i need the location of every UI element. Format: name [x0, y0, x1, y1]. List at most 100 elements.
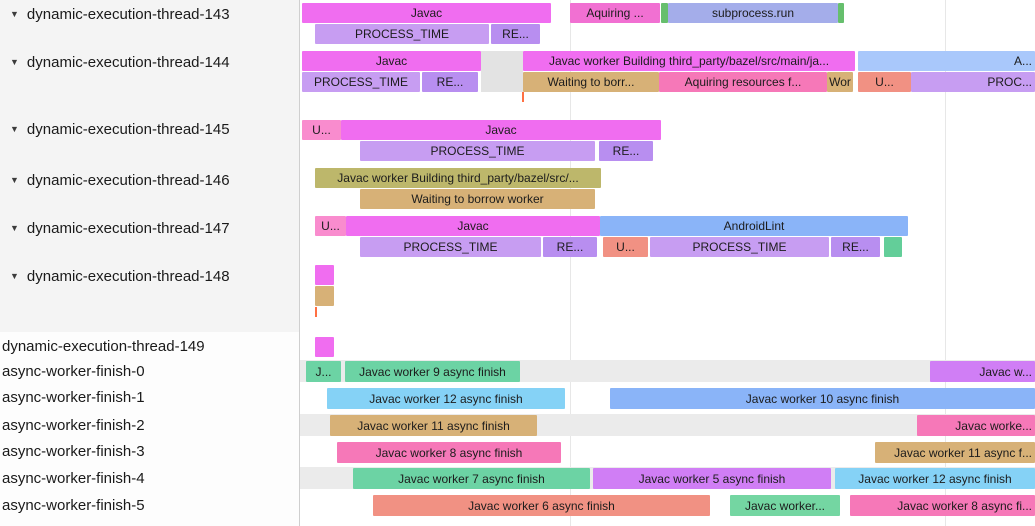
- track-label-row[interactable]: ▼ dynamic-execution-thread-146: [0, 170, 299, 191]
- trace-slice[interactable]: Javac: [346, 216, 600, 236]
- track-label-row[interactable]: dynamic-execution-thread-149: [0, 336, 299, 357]
- track-label-row[interactable]: ▼dynamic-execution-thread-147: [0, 218, 299, 239]
- trace-slice[interactable]: U...: [315, 216, 346, 236]
- trace-slice[interactable]: Javac worker Building third_party/bazel/…: [523, 51, 855, 71]
- trace-slice-label: subprocess.run: [711, 6, 795, 20]
- trace-slice[interactable]: PROCESS_TIME: [315, 24, 489, 44]
- collapse-arrow-icon[interactable]: ▼: [10, 124, 19, 134]
- trace-slice-label: PROCESS_TIME: [313, 75, 409, 89]
- track-label: async-worker-finish-3: [2, 443, 145, 460]
- trace-slice[interactable]: Javac worker...: [730, 495, 840, 516]
- trace-slice[interactable]: Javac worker 11 async finish: [330, 415, 537, 436]
- trace-slice-label: Waiting to borrow worker: [411, 192, 544, 206]
- trace-slice[interactable]: [315, 337, 334, 357]
- trace-slice[interactable]: AndroidLint: [600, 216, 908, 236]
- trace-slice[interactable]: Javac worker 10 async finish: [610, 388, 1035, 409]
- trace-slice[interactable]: Javac worker 9 async finish: [345, 361, 520, 382]
- trace-slice[interactable]: J...: [306, 361, 341, 382]
- trace-slice[interactable]: RE...: [599, 141, 653, 161]
- instant-event-tick[interactable]: [315, 307, 317, 317]
- trace-slice[interactable]: PROC...: [911, 72, 1035, 92]
- trace-slice-label: Javac worker Building third_party/bazel/…: [337, 171, 579, 185]
- track-label-row[interactable]: ▼dynamic-execution-thread-143: [0, 4, 299, 25]
- trace-slice[interactable]: PROCESS_TIME: [360, 141, 595, 161]
- track-label-row[interactable]: async-worker-finish-4: [0, 468, 299, 489]
- trace-slice[interactable]: Wor: [827, 72, 853, 92]
- collapse-arrow-icon[interactable]: ▼: [10, 57, 19, 67]
- trace-slice[interactable]: Waiting to borrow worker: [360, 189, 595, 209]
- trace-slice-label: Javac: [375, 54, 408, 68]
- track-label: async-worker-finish-1: [2, 389, 145, 406]
- trace-slice[interactable]: RE...: [831, 237, 880, 257]
- track-label: dynamic-execution-thread-144: [26, 54, 230, 71]
- trace-slice[interactable]: Javac w...: [930, 361, 1035, 382]
- trace-slice[interactable]: PROCESS_TIME: [650, 237, 829, 257]
- trace-slice[interactable]: U...: [302, 120, 341, 140]
- track-label-row[interactable]: async-worker-finish-3: [0, 441, 299, 462]
- trace-slice[interactable]: RE...: [491, 24, 540, 44]
- collapse-arrow-icon[interactable]: ▼: [10, 9, 19, 19]
- track-label-row[interactable]: ▼ dynamic-execution-thread-145: [0, 119, 299, 140]
- trace-slice-label: Javac worker 11 async finish: [357, 418, 510, 433]
- trace-slice[interactable]: U...: [603, 237, 648, 257]
- track-label-row[interactable]: async-worker-finish-2: [0, 415, 299, 436]
- trace-slice-label: Javac worker 9 async finish: [359, 364, 506, 379]
- track-label: dynamic-execution-thread-145: [26, 121, 230, 138]
- trace-slice[interactable]: Javac: [341, 120, 661, 140]
- trace-slice[interactable]: U...: [858, 72, 911, 92]
- trace-slice[interactable]: Javac worker 12 async finish: [327, 388, 565, 409]
- trace-slice-label: Javac: [485, 123, 517, 137]
- trace-slice[interactable]: Aquiring ...: [570, 3, 660, 23]
- trace-slice-label: Javac worker 11 async f...: [894, 445, 1032, 460]
- track-label: async-worker-finish-4: [2, 470, 145, 487]
- collapse-arrow-icon[interactable]: ▼: [10, 271, 19, 281]
- trace-slice[interactable]: Javac worker Building third_party/bazel/…: [315, 168, 601, 188]
- trace-slice[interactable]: A...: [858, 51, 1035, 71]
- track-label-row[interactable]: async-worker-finish-5: [0, 495, 299, 516]
- track-label-row[interactable]: ▼ dynamic-execution-thread-144: [0, 52, 299, 73]
- trace-slice-label: Waiting to borr...: [547, 75, 635, 89]
- trace-slice[interactable]: PROCESS_TIME: [360, 237, 541, 257]
- trace-slice-label: RE...: [556, 240, 584, 254]
- trace-slice[interactable]: [315, 265, 334, 285]
- trace-slice-label: PROCESS_TIME: [430, 144, 525, 158]
- trace-slice[interactable]: Javac: [302, 3, 551, 23]
- trace-slice[interactable]: Waiting to borr...: [523, 72, 659, 92]
- track-list-sidebar: ▼dynamic-execution-thread-143▼dynamic-ex…: [0, 0, 300, 526]
- trace-slice[interactable]: Javac worke...: [917, 415, 1035, 436]
- trace-slice[interactable]: Javac worker 11 async f...: [875, 442, 1035, 463]
- trace-slice[interactable]: Javac worker 8 async fi...: [850, 495, 1035, 516]
- trace-slice[interactable]: RE...: [422, 72, 478, 92]
- trace-slice[interactable]: Aquiring resources f...: [659, 72, 827, 92]
- trace-slice[interactable]: Javac worker 12 async finish: [835, 468, 1035, 489]
- trace-slice[interactable]: Javac worker 8 async finish: [337, 442, 561, 463]
- trace-slice[interactable]: Javac worker 7 async finish: [353, 468, 590, 489]
- collapse-arrow-icon[interactable]: ▼: [10, 223, 19, 233]
- trace-slice[interactable]: [315, 286, 334, 306]
- track-label: async-worker-finish-0: [2, 363, 145, 380]
- trace-slice-label: Javac worker 6 async finish: [468, 498, 615, 513]
- track-label: dynamic-execution-thread-148: [26, 268, 230, 285]
- trace-slice[interactable]: RE...: [543, 237, 597, 257]
- trace-slice[interactable]: [884, 237, 902, 257]
- track-label-row[interactable]: ▼ dynamic-execution-thread-148: [0, 266, 299, 287]
- track-label: dynamic-execution-thread-146: [26, 172, 230, 189]
- trace-slice-label: Aquiring resources f...: [684, 75, 802, 89]
- trace-slice[interactable]: [838, 3, 844, 23]
- trace-slice-label: Javac worker 10 async finish: [745, 391, 900, 406]
- trace-slice[interactable]: [661, 3, 668, 23]
- trace-slice[interactable]: PROCESS_TIME: [302, 72, 420, 92]
- trace-slice[interactable]: Javac worker 6 async finish: [373, 495, 710, 516]
- collapse-arrow-icon[interactable]: ▼: [10, 175, 19, 185]
- trace-slice[interactable]: Javac worker 5 async finish: [593, 468, 831, 489]
- track-label-row[interactable]: async-worker-finish-0: [0, 361, 299, 382]
- track-label: dynamic-execution-thread-149: [2, 338, 205, 355]
- instant-event-tick[interactable]: [522, 92, 524, 102]
- trace-slice-label: PROC...: [987, 75, 1032, 89]
- trace-slice[interactable]: subprocess.run: [668, 3, 838, 23]
- track-label-row[interactable]: async-worker-finish-1: [0, 387, 299, 408]
- trace-slice[interactable]: Javac: [302, 51, 481, 71]
- trace-slice-label: Aquiring ...: [586, 6, 644, 20]
